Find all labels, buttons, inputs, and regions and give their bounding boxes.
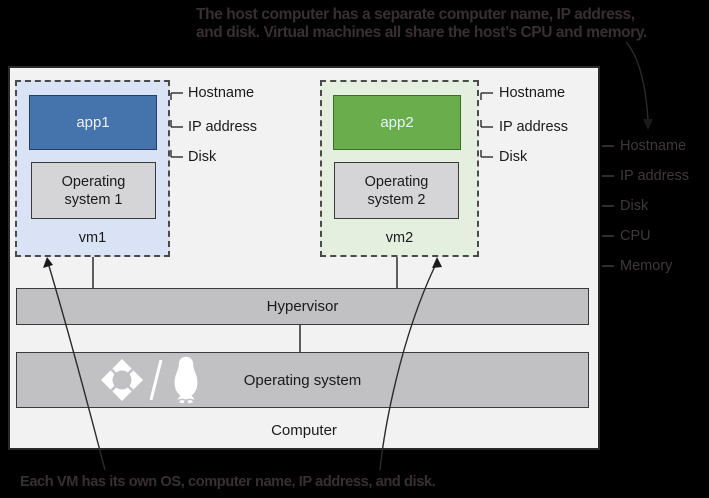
os1-label-line2: system 1 — [64, 191, 123, 208]
host-resource-ticks — [602, 145, 614, 267]
os1-label-line1: Operating — [61, 173, 126, 190]
host-memory-label: Memory — [620, 258, 673, 274]
vm2-disk-label: Disk — [499, 149, 528, 165]
vm1-disk-label: Disk — [188, 149, 217, 165]
slash-divider-icon — [149, 359, 163, 401]
os-logos-group — [100, 355, 210, 405]
vm1-ip-address-label: IP address — [188, 119, 258, 135]
vm2-ip-address-label: IP address — [499, 119, 569, 135]
app2-box: app2 — [333, 95, 461, 150]
computer-label: Computer — [271, 422, 337, 439]
host-os-label: Operating system — [243, 371, 362, 389]
host-ip-address-label: IP address — [620, 168, 690, 184]
vm1-hostname-label: Hostname — [188, 85, 255, 101]
vm2-name: vm2 — [385, 230, 414, 246]
hypervisor-bar: Hypervisor — [16, 288, 589, 325]
hypervisor-label: Hypervisor — [266, 298, 339, 315]
os2-label-line2: system 2 — [367, 191, 426, 208]
top-caption-line1: The host computer has a separate compute… — [196, 6, 635, 23]
penguin-icon — [174, 356, 198, 404]
os2-label-line1: Operating — [364, 173, 429, 190]
vm2-hostname-label: Hostname — [499, 85, 566, 101]
os2-box: Operating system 2 — [334, 162, 459, 219]
top-caption-arrow — [625, 41, 653, 130]
vm1-name: vm1 — [78, 230, 107, 246]
host-hostname-label: Hostname — [620, 138, 687, 154]
app1-box: app1 — [29, 95, 157, 150]
top-caption-line2: and disk. Virtual machines all share the… — [196, 24, 647, 41]
os1-box: Operating system 1 — [31, 162, 156, 219]
host-disk-label: Disk — [620, 198, 649, 214]
app2-label: app2 — [380, 114, 414, 131]
host-cpu-label: CPU — [620, 228, 651, 244]
app1-label: app1 — [76, 114, 110, 131]
bottom-caption: Each VM has its own OS, computer name, I… — [20, 474, 436, 490]
os-diamond-icon — [101, 359, 143, 401]
